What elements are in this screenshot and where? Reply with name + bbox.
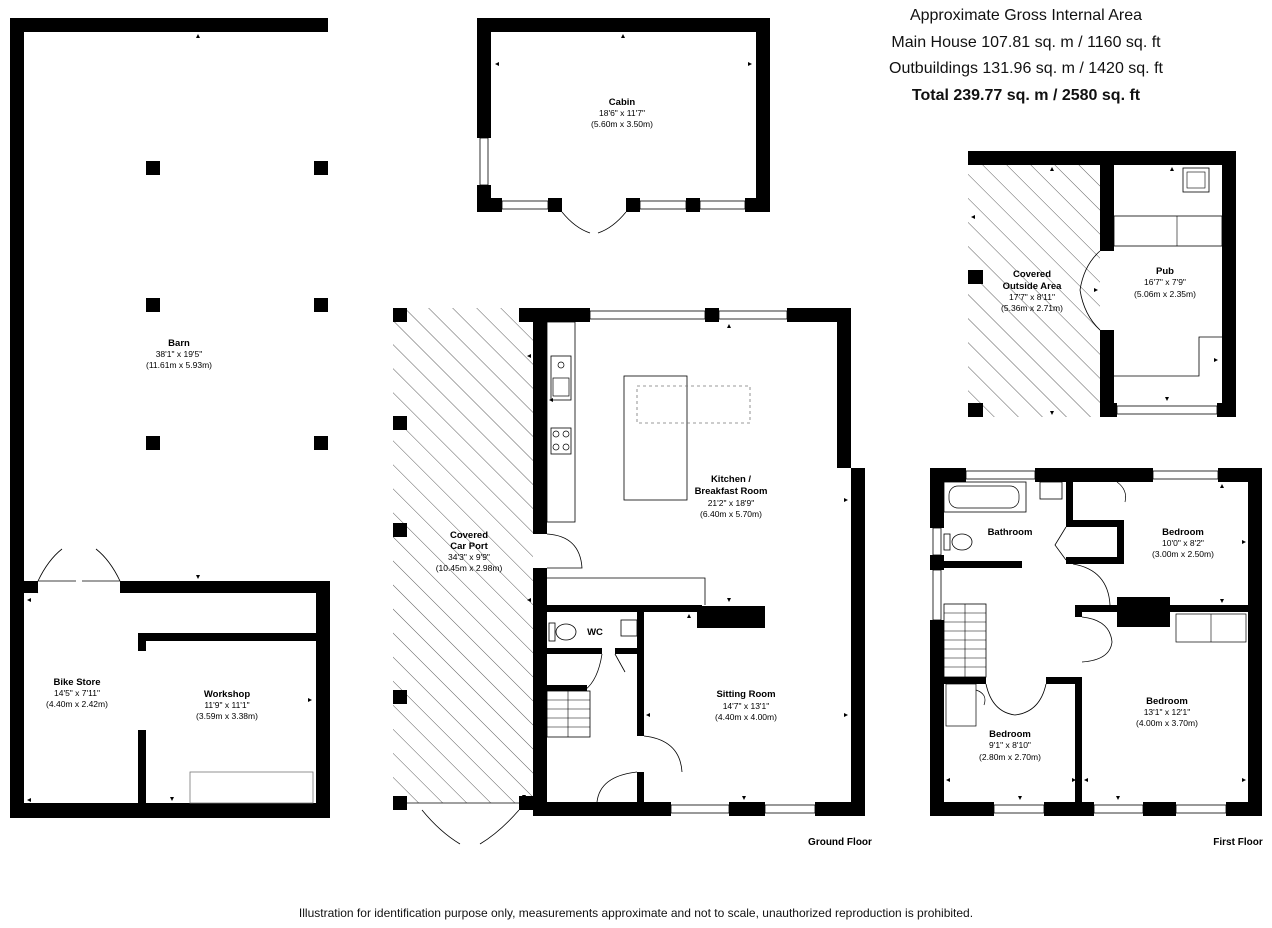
workshop-metric: (3.59m x 3.38m) <box>196 711 258 721</box>
pub-imperial: 16'7" x 7'9" <box>1144 277 1186 287</box>
area-summary: Approximate Gross Internal Area Main Hou… <box>840 3 1212 109</box>
cabin-imperial: 18'6" x 11'7" <box>599 108 645 118</box>
outside-area-name-line1: Covered <box>1013 269 1051 280</box>
pub-name: Pub <box>1156 266 1174 277</box>
outbuildings-area: Outbuildings 131.96 sq. m / 1420 sq. ft <box>889 60 1163 77</box>
sitting-room-metric: (4.40m x 4.00m) <box>715 712 777 722</box>
bedroom-3-metric: (2.80m x 2.70m) <box>979 752 1041 762</box>
sitting-room-imperial: 14'7" x 13'1" <box>723 701 770 711</box>
wc-name: WC <box>587 627 603 638</box>
kitchen-metric: (6.40m x 5.70m) <box>700 509 762 519</box>
workshop-imperial: 11'9" x 11'1" <box>204 700 249 710</box>
ground-floor <box>393 308 865 845</box>
bedroom-1-name: Bedroom <box>1162 527 1204 538</box>
first-floor-label: First Floor <box>1213 837 1263 848</box>
bedroom-2-metric: (4.00m x 3.70m) <box>1136 718 1198 728</box>
main-house-area: Main House 107.81 sq. m / 1160 sq. ft <box>891 33 1161 51</box>
pub-metric: (5.06m x 2.35m) <box>1134 289 1196 299</box>
barn-imperial: 38'1" x 19'5" <box>156 349 203 359</box>
bedroom-3-name: Bedroom <box>989 729 1031 740</box>
kitchen-imperial: 21'2" x 18'9" <box>708 498 755 508</box>
bedroom-1-imperial: 10'0" x 8'2" <box>1162 538 1204 548</box>
bedroom-2-name: Bedroom <box>1146 696 1188 707</box>
bedroom-1-metric: (3.00m x 2.50m) <box>1152 549 1214 559</box>
car-port-name-line2: Car Port <box>450 541 488 552</box>
cabin-building <box>477 18 770 234</box>
disclaimer-text: Illustration for identification purpose … <box>298 906 974 920</box>
bike-store-metric: (4.40m x 2.42m) <box>46 699 108 709</box>
barn-name: Barn <box>168 338 190 349</box>
barn-metric: (11.61m x 5.93m) <box>146 360 212 370</box>
kitchen-name-line1: Kitchen / <box>711 474 751 485</box>
car-port-name-line1: Covered <box>450 530 488 541</box>
cabin-metric: (5.60m x 3.50m) <box>591 119 653 129</box>
bike-store-name: Bike Store <box>54 677 101 688</box>
outside-area-name-line2: Outside Area <box>1003 281 1062 292</box>
car-port-metric: (10.45m x 2.98m) <box>436 563 503 573</box>
kitchen-name-line2: Breakfast Room <box>695 486 768 497</box>
car-port-imperial: 34'3" x 9'9" <box>448 552 490 562</box>
cabin-name: Cabin <box>609 97 636 108</box>
total-area: Total 239.77 sq. m / 2580 sq. ft <box>911 86 1141 104</box>
workshop-name: Workshop <box>204 689 250 700</box>
pub-building <box>968 151 1236 417</box>
area-title: Approximate Gross Internal Area <box>909 7 1143 24</box>
bedroom-3-imperial: 9'1" x 8'10" <box>989 740 1031 750</box>
bedroom-2-imperial: 13'1" x 12'1" <box>1144 707 1191 717</box>
first-floor <box>930 468 1262 816</box>
sitting-room-name: Sitting Room <box>716 689 775 700</box>
bathroom-name: Bathroom <box>988 527 1033 538</box>
barn-building <box>10 18 330 818</box>
ground-floor-label: Ground Floor <box>808 837 872 848</box>
outside-area-imperial: 17'7" x 8'11" <box>1009 292 1055 302</box>
bike-store-imperial: 14'5" x 7'11" <box>54 688 100 698</box>
outside-area-metric: (5.36m x 2.71m) <box>1001 303 1063 313</box>
